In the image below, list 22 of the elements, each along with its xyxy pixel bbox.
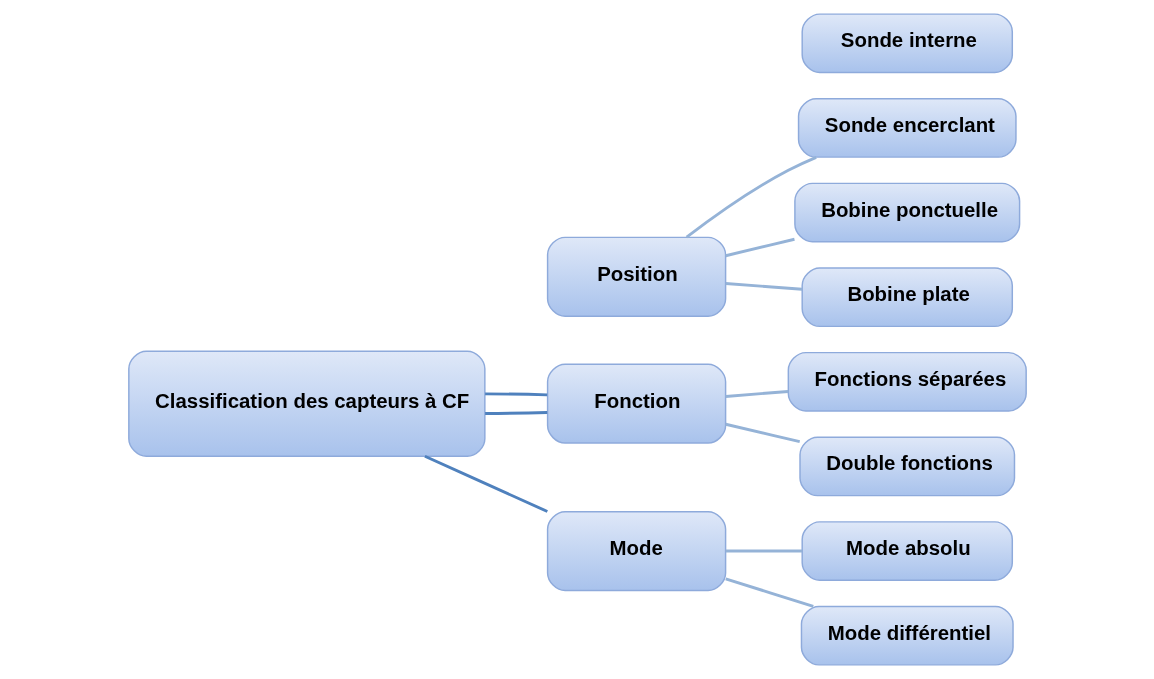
node-box: Bobine ponctuelle <box>793 182 1020 243</box>
connector <box>725 282 802 291</box>
connector <box>724 577 814 608</box>
node-box: Position <box>546 236 726 317</box>
connector <box>725 389 788 398</box>
node-box: Sonde interne <box>800 13 1013 74</box>
connector <box>423 454 548 513</box>
connector <box>484 392 547 397</box>
node-box: Mode <box>546 510 726 592</box>
node-box: Sonde encerclant <box>797 98 1017 158</box>
node-box: Fonction <box>546 363 726 444</box>
connector <box>724 422 800 443</box>
node-box: Mode absolu <box>800 521 1013 581</box>
node-box: Fonctions séparées <box>787 351 1027 412</box>
connector <box>685 155 817 239</box>
node-box: Mode différentiel <box>800 605 1014 666</box>
node-box: Classification des capteurs à CF <box>127 350 486 457</box>
connector <box>725 549 802 553</box>
node-box: Bobine plate <box>800 267 1013 328</box>
connector <box>484 411 547 415</box>
connector <box>724 237 795 258</box>
node-box: Double fonctions <box>798 436 1015 497</box>
